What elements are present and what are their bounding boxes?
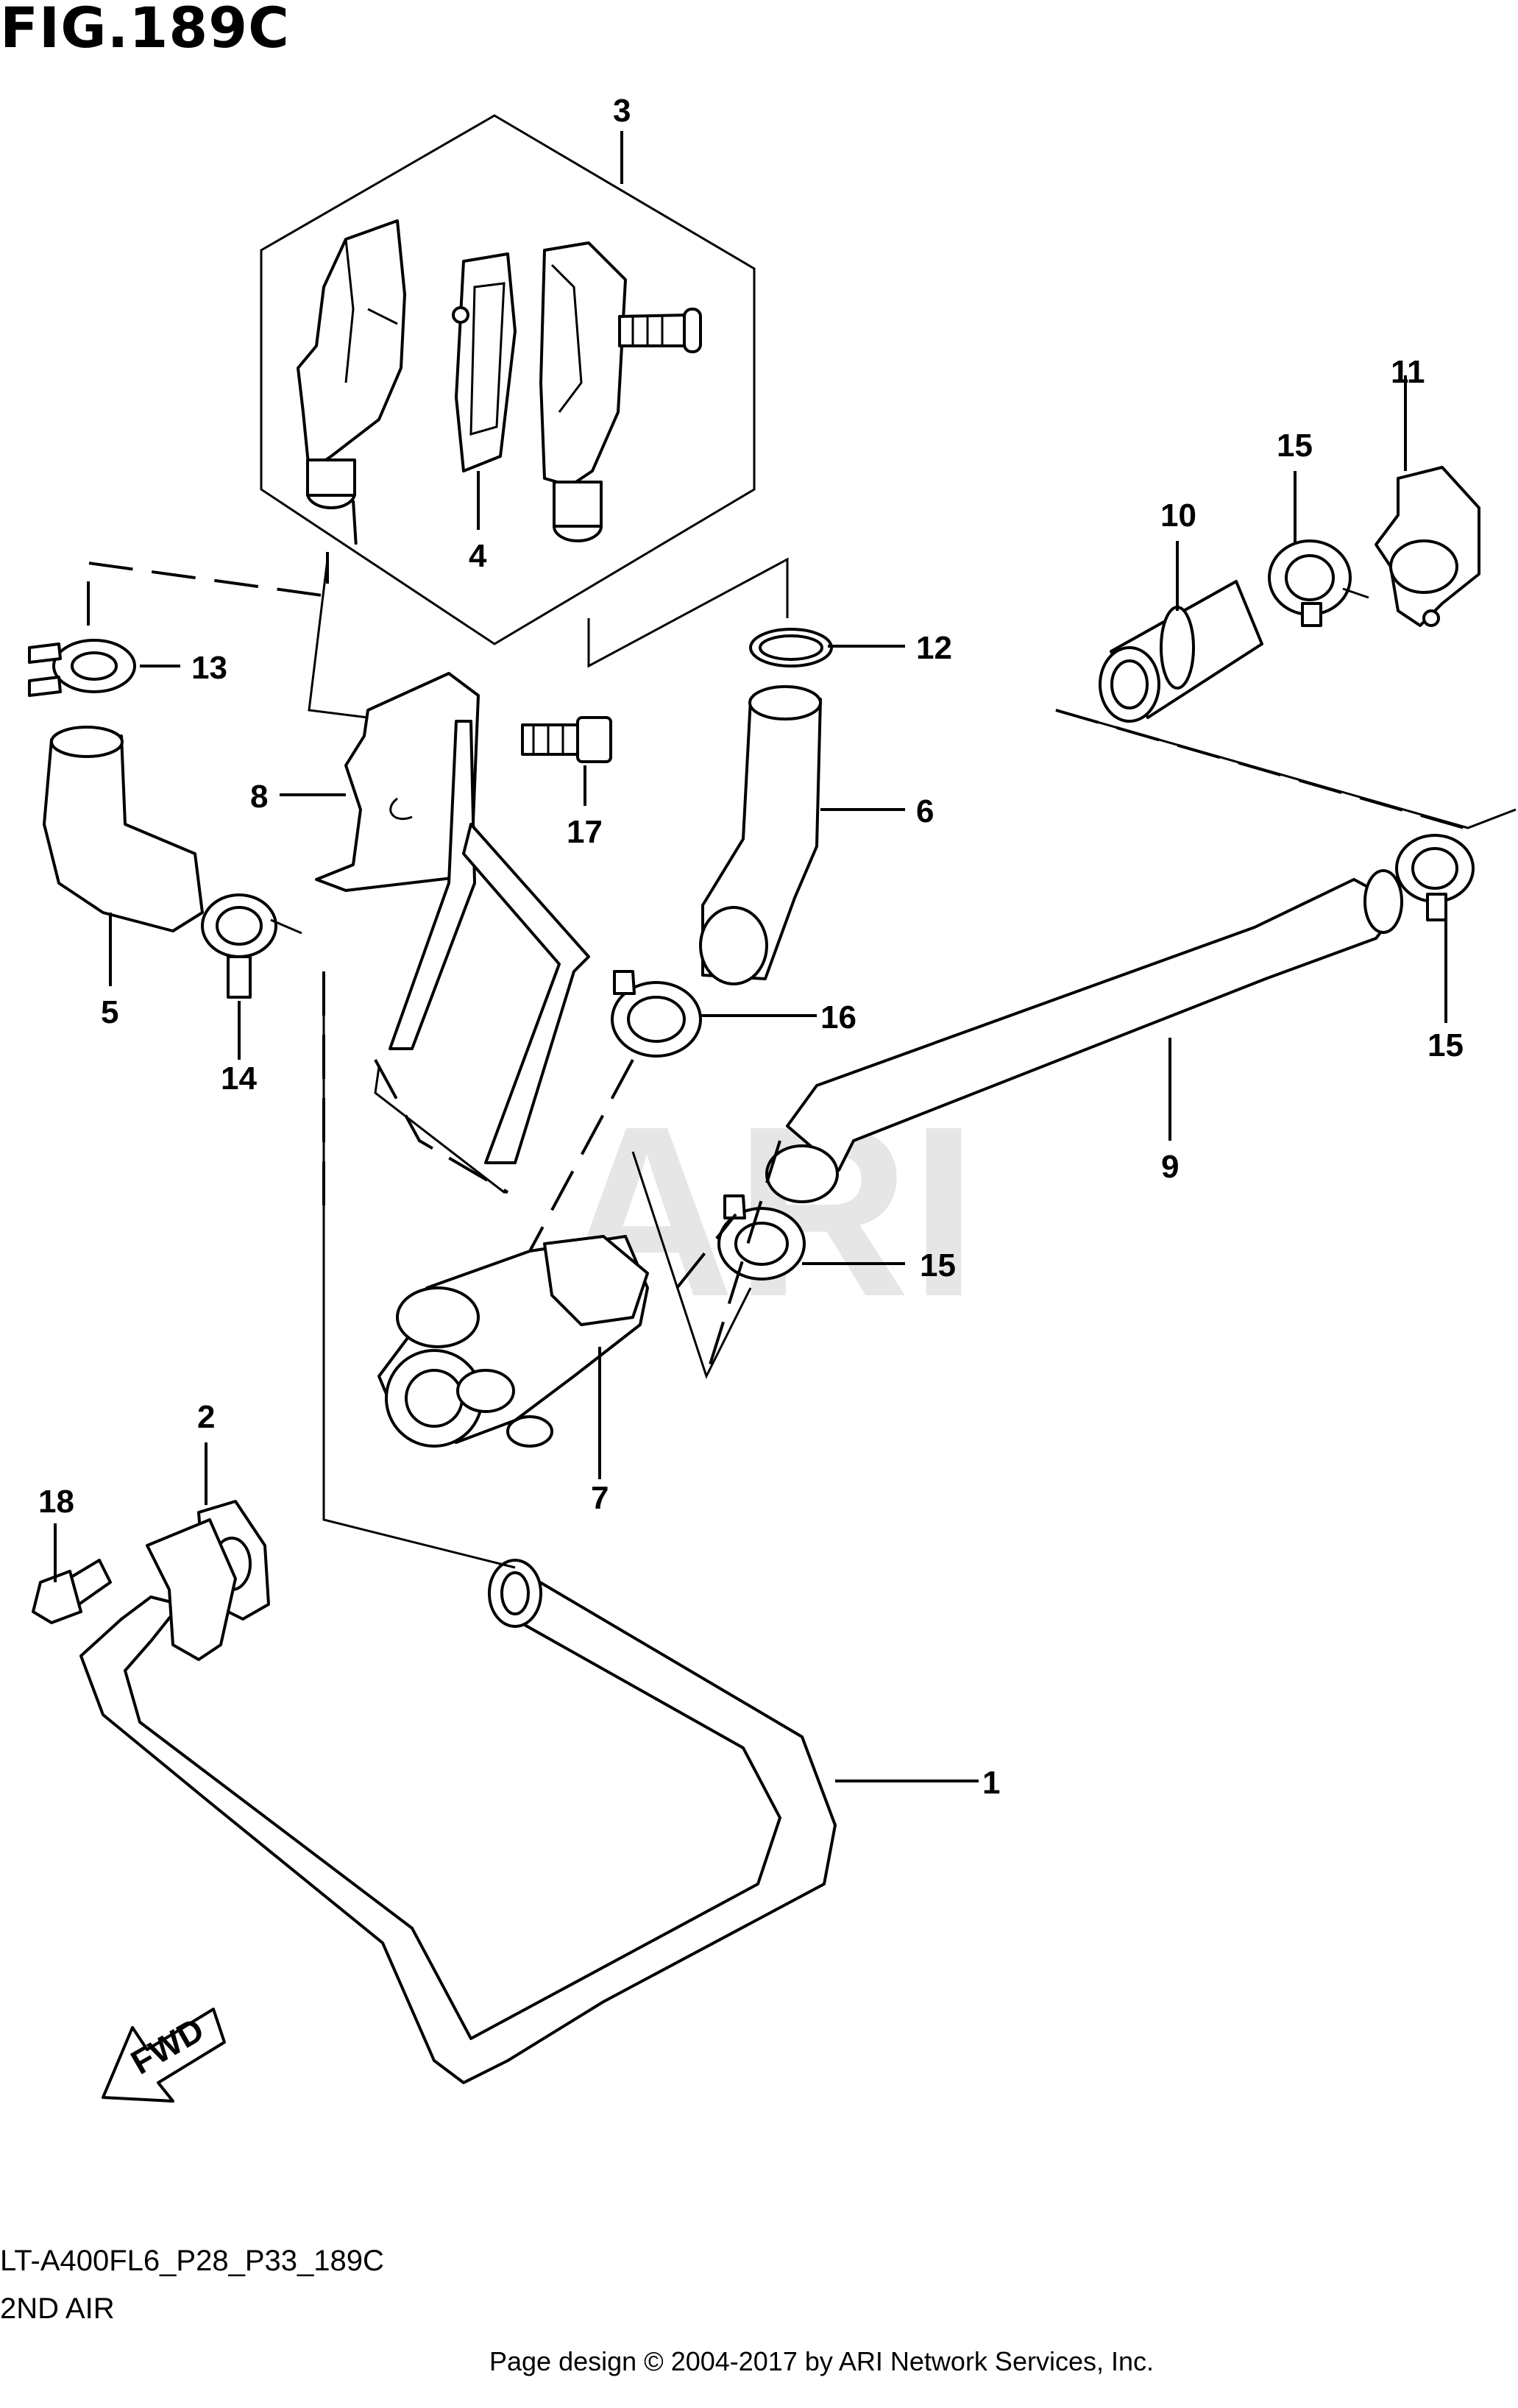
dashed-connection-lines	[87, 500, 1465, 1377]
figure-code: LT-A400FL6_P28_P33_189C	[0, 2245, 384, 2277]
callout-14: 14	[221, 1060, 257, 1097]
pipe-1	[79, 1518, 837, 2084]
callout-1: 1	[982, 1765, 1000, 1801]
callout-3: 3	[613, 93, 631, 129]
callout-16: 16	[820, 999, 856, 1035]
figure-title: FIG.189C	[0, 0, 290, 60]
copyright-notice: Page design © 2004-2017 by ARI Network S…	[489, 2346, 1155, 2376]
callout-13: 13	[191, 650, 227, 686]
callout-15-upper: 15	[1277, 428, 1313, 464]
callout-9: 9	[1161, 1149, 1179, 1185]
reed-valve-gasket	[452, 252, 517, 472]
bracket-8	[315, 672, 480, 892]
callout-2: 2	[197, 1399, 215, 1435]
leader-lines	[54, 131, 1447, 1782]
holder-11	[1375, 466, 1480, 627]
callout-17: 17	[567, 814, 603, 850]
callout-7: 7	[591, 1480, 609, 1516]
callout-15-right: 15	[1427, 1027, 1464, 1063]
callout-8: 8	[250, 779, 268, 815]
clamp-15-right	[1395, 834, 1475, 921]
callout-10: 10	[1160, 497, 1196, 534]
hose-5	[43, 726, 204, 932]
callout-5: 5	[101, 994, 118, 1030]
figure-subtitle: 2ND AIR	[0, 2292, 115, 2325]
clamp-15-middle	[717, 1194, 806, 1281]
clamp-16	[611, 970, 702, 1058]
valve-7	[377, 1235, 649, 1448]
clamp-15-upper	[1268, 539, 1369, 627]
air-pipe-right	[462, 823, 590, 1164]
reed-valve-kit-outline	[260, 114, 756, 645]
clamp-13	[28, 639, 136, 697]
reed-valve-housing-right	[539, 241, 627, 542]
callout-18: 18	[38, 1484, 74, 1520]
callout-12: 12	[916, 630, 952, 666]
pipe-10	[1099, 580, 1263, 723]
hose-6	[699, 685, 822, 985]
reed-valve-bolt	[618, 308, 702, 353]
callout-4: 4	[469, 538, 487, 574]
hose-9	[765, 869, 1403, 1203]
callout-6: 6	[916, 793, 934, 829]
reed-valve-housing-left	[297, 219, 406, 509]
callout-15-middle: 15	[920, 1247, 956, 1283]
bolt-17	[521, 716, 612, 763]
forward-direction-arrow: FWD	[102, 2008, 226, 2103]
bolt-18	[32, 1559, 112, 1624]
ring-12	[749, 628, 833, 667]
clamp-14	[201, 893, 302, 999]
air-pipe-left	[389, 720, 476, 1050]
callout-labels: 1 2 3 4 5 6 7 8 9 10 11 12 13 14 15 15 1…	[38, 93, 1464, 1801]
callout-11: 11	[1391, 354, 1425, 390]
